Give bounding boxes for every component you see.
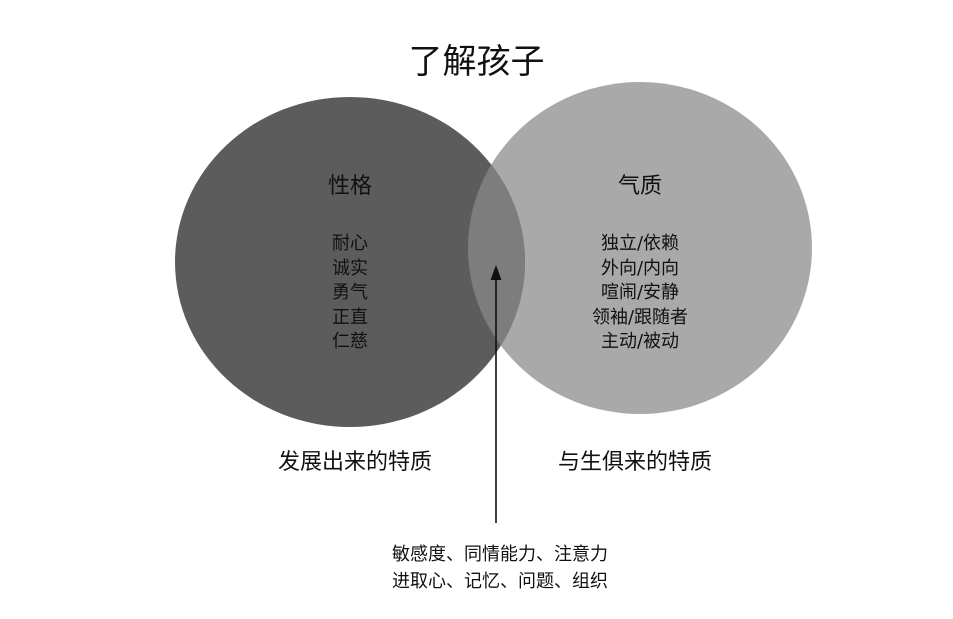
diagram-title: 了解孩子: [408, 42, 545, 82]
shared-traits-line: 进取心、记忆、问题、组织: [392, 571, 608, 592]
character-trait: 诚实: [332, 257, 368, 279]
character-caption: 发展出来的特质: [277, 450, 432, 475]
temperament-trait: 独立/依赖: [600, 233, 680, 254]
temperament-trait: 喧闹/安静: [600, 282, 680, 303]
temperament-trait: 领袖/跟随者: [591, 306, 689, 328]
shared-traits-line: 敏感度、同情能力、注意力: [392, 544, 608, 565]
character-circle: [175, 97, 525, 427]
temperament-traits-list: 独立/依赖外向/内向喧闹/安静领袖/跟随者主动/被动: [570, 232, 710, 355]
character-traits-list: 耐心诚实勇气正直仁慈: [285, 232, 415, 355]
temperament-caption: 与生俱来的特质: [557, 450, 712, 475]
character-trait: 勇气: [332, 282, 368, 303]
character-label: 性格: [327, 174, 372, 199]
pointer-arrow-head: [490, 265, 502, 280]
temperament-label: 气质: [617, 174, 662, 199]
character-trait: 正直: [332, 306, 368, 328]
temperament-circle: [468, 82, 812, 414]
character-trait: 耐心: [332, 233, 368, 254]
temperament-trait: 主动/被动: [600, 331, 680, 352]
character-trait: 仁慈: [332, 331, 368, 352]
temperament-trait: 外向/内向: [600, 257, 680, 279]
shared-traits: 敏感度、同情能力、注意力 进取心、记忆、问题、组织: [300, 541, 700, 595]
